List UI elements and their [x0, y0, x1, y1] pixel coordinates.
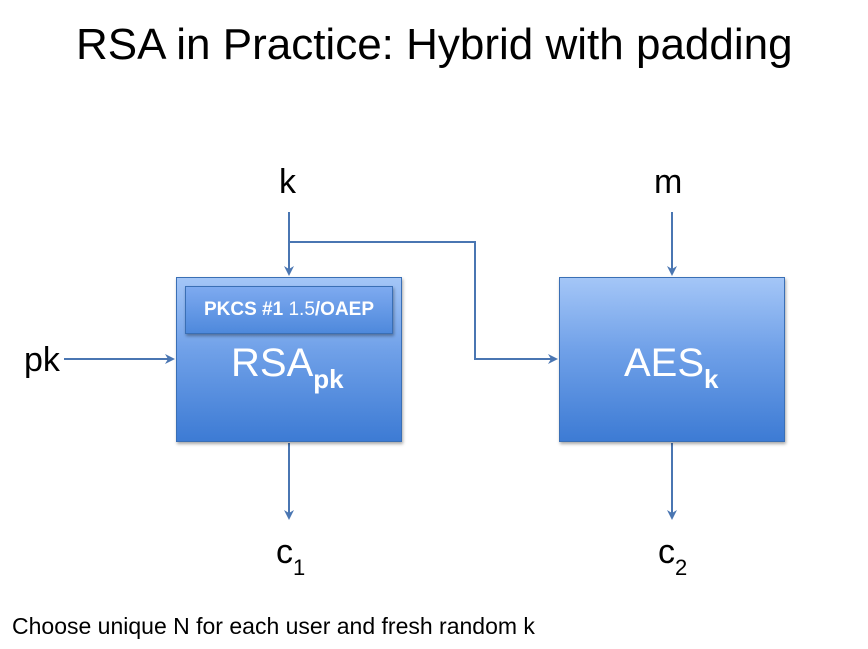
c1-index: 1	[293, 555, 306, 580]
rsa-label-main: RSA	[231, 341, 314, 385]
output-c1-label: c1	[276, 532, 305, 579]
padding-version: 1.5	[288, 299, 315, 320]
aes-label-sub: k	[704, 364, 719, 394]
padding-suffix: /OAEP	[314, 299, 375, 320]
aes-box: AESk	[559, 277, 785, 442]
output-c2-label: c2	[658, 532, 687, 579]
aes-box-label: AESk	[624, 340, 719, 392]
input-pk-label: pk	[24, 341, 60, 379]
padding-prefix: PKCS #1	[203, 299, 284, 320]
c2-index: 2	[675, 555, 688, 580]
c1-letter: c	[276, 533, 293, 571]
rsa-box-label: RSApk	[231, 340, 344, 392]
padding-scheme-box: PKCS #1 1.5/OAEP	[185, 286, 393, 334]
rsa-box: PKCS #1 1.5/OAEP RSApk	[176, 277, 402, 442]
input-m-label: m	[654, 163, 683, 201]
c2-letter: c	[658, 533, 675, 571]
slide-title: RSA in Practice: Hybrid with padding	[76, 20, 793, 69]
footer-note: Choose unique N for each user and fresh …	[12, 613, 535, 639]
aes-label-main: AES	[624, 341, 705, 385]
arrow-k-to-aes	[289, 241, 558, 364]
rsa-label-sub: pk	[313, 364, 344, 394]
input-k-label: k	[279, 163, 296, 201]
